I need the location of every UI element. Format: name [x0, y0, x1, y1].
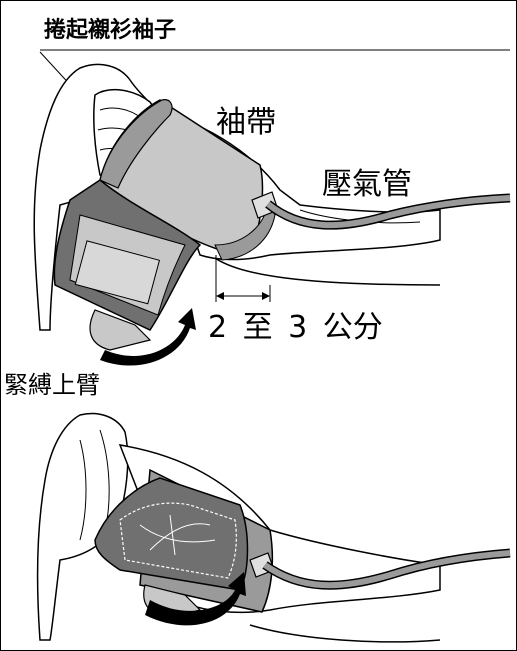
cuff-rim — [214, 203, 276, 261]
wrap-arrow-2 — [145, 572, 246, 626]
distance-label: 2 至 3 公分 — [208, 310, 383, 345]
velcro-patch — [74, 240, 161, 305]
step1-title: 捲起襯衫袖子 — [44, 18, 177, 43]
wrap-arrow-1 — [100, 308, 196, 366]
air-tube-label: 壓氣管 — [322, 167, 412, 202]
cuff-strap — [89, 309, 152, 351]
step2-title: 緊縛上臂 — [4, 371, 100, 399]
cuff-collar — [99, 99, 173, 189]
cuff-label: 袖帶 — [216, 105, 276, 140]
